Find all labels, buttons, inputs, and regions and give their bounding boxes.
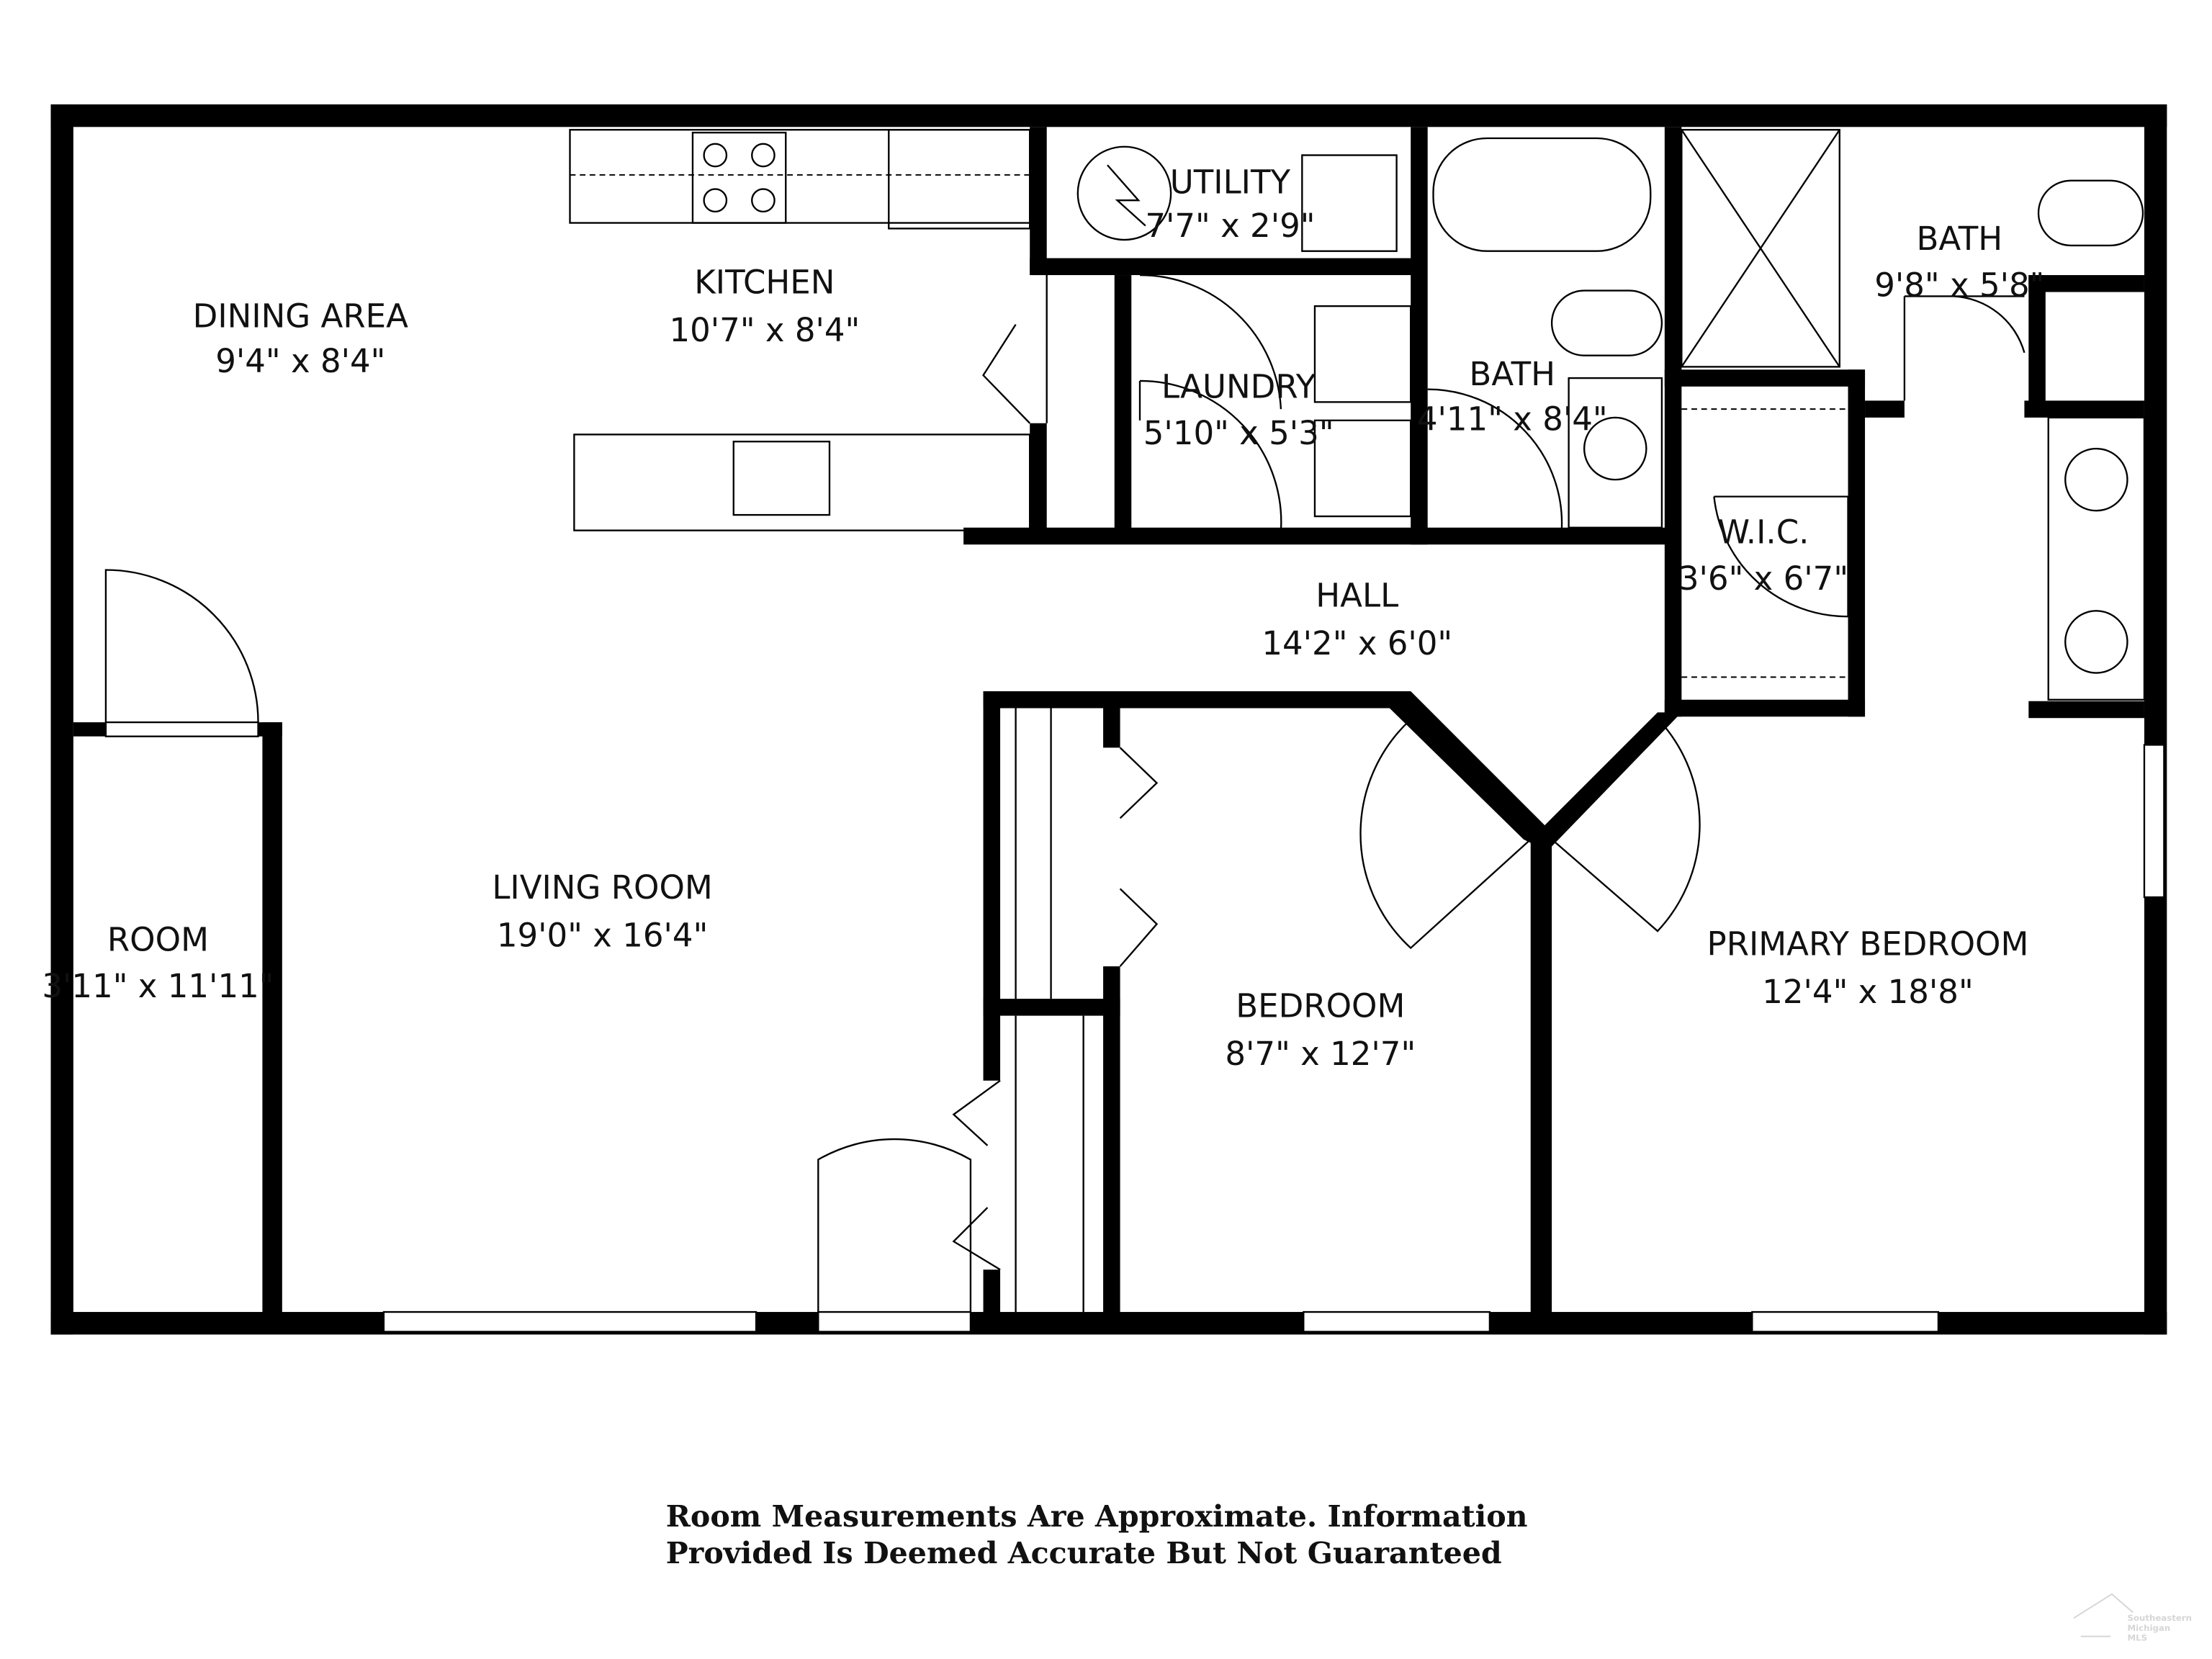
room-name-living: LIVING ROOM bbox=[492, 868, 713, 907]
room-name-hall: HALL bbox=[1316, 576, 1398, 614]
room-name-utility: UTILITY bbox=[1170, 163, 1291, 201]
room-name-bath-2: BATH bbox=[1916, 220, 2002, 258]
room-size-room: 3'11" x 11'11" bbox=[42, 967, 274, 1005]
room-size-bath-2: 9'8" x 5'8" bbox=[1874, 266, 2044, 304]
fixtures bbox=[569, 129, 2146, 701]
room-size-living: 19'0" x 16'4" bbox=[497, 917, 708, 955]
room-name-dining: DINING AREA bbox=[193, 297, 408, 336]
svg-text:Southeastern: Southeastern bbox=[2127, 1613, 2192, 1623]
room-size-bath: 4'11" x 8'4" bbox=[1417, 400, 1608, 439]
room-name-bedroom: BEDROOM bbox=[1236, 987, 1405, 1025]
room-name-laundry: LAUNDRY bbox=[1161, 367, 1316, 405]
room-labels: DINING AREA 9'4" x 8'4" KITCHEN 10'7" x … bbox=[42, 163, 2044, 1073]
room-size-kitchen: 10'7" x 8'4" bbox=[669, 311, 860, 349]
room-size-hall: 14'2" x 6'0" bbox=[1262, 624, 1452, 662]
room-name-wic: W.I.C. bbox=[1717, 513, 1809, 551]
windows-doors bbox=[104, 274, 2165, 1333]
room-size-dining: 9'4" x 8'4" bbox=[215, 342, 385, 380]
room-size-wic: 3'6" x 6'7" bbox=[1678, 559, 1848, 598]
disclaimer-line-2: Provided Is Deemed Accurate But Not Guar… bbox=[666, 1535, 1502, 1570]
room-name-primary-bedroom: PRIMARY BEDROOM bbox=[1707, 925, 2029, 963]
room-size-laundry: 5'10" x 5'3" bbox=[1143, 414, 1334, 452]
room-size-utility: 7'7" x 2'9" bbox=[1145, 207, 1315, 245]
room-name-kitchen: KITCHEN bbox=[694, 264, 835, 302]
room-size-bedroom: 8'7" x 12'7" bbox=[1225, 1035, 1416, 1073]
svg-text:MLS: MLS bbox=[2127, 1633, 2147, 1643]
room-name-bath: BATH bbox=[1469, 355, 1555, 393]
room-name-room: ROOM bbox=[107, 920, 209, 958]
walls bbox=[50, 104, 2167, 1335]
disclaimer-line-1: Room Measurements Are Approximate. Infor… bbox=[666, 1498, 1528, 1534]
mls-logo: Southeastern Michigan MLS bbox=[2073, 1593, 2192, 1643]
svg-text:Michigan: Michigan bbox=[2127, 1623, 2170, 1633]
room-size-primary-bedroom: 12'4" x 18'8" bbox=[1762, 973, 1973, 1011]
